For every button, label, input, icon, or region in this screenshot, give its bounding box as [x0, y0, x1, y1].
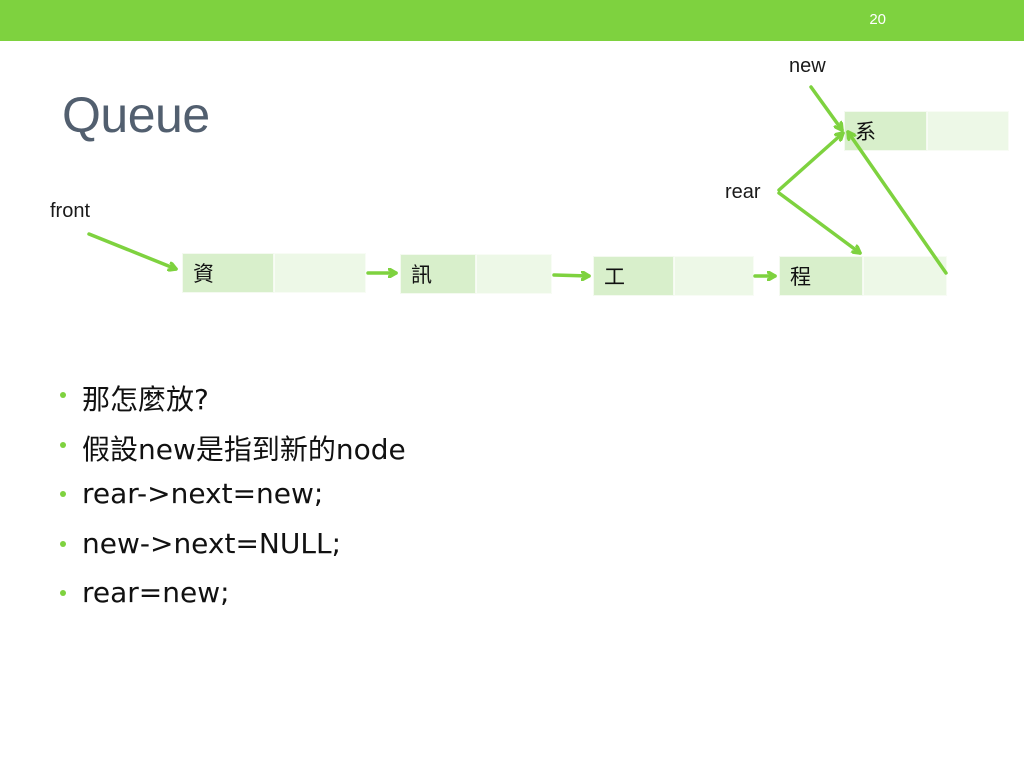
- new-node: 系: [844, 111, 1009, 151]
- bullet-text: new->next=NULL;: [82, 526, 341, 560]
- node-next-field: [674, 256, 754, 296]
- bullet-icon: [60, 540, 66, 547]
- rear-to-new-arrow: [777, 131, 845, 192]
- node-data-field: 系: [844, 111, 927, 151]
- bullet-text: rear=new;: [82, 576, 230, 609]
- last-next-to-new-arrow: [846, 130, 948, 275]
- front-label: front: [50, 200, 91, 222]
- slide-title: Queue: [62, 87, 210, 143]
- node-data-field: 工: [593, 256, 674, 296]
- bullet-list: 那怎麼放? 假設new是指到新的node rear->next=new; new…: [60, 378, 406, 626]
- list-item: rear=new;: [60, 576, 406, 626]
- page-number: 20: [869, 11, 886, 28]
- top-bar: 20: [0, 0, 1024, 41]
- node-next-field: [927, 111, 1009, 151]
- list-node-4: 程: [779, 256, 947, 296]
- node-next-field: [863, 256, 947, 296]
- new-label: new: [789, 55, 826, 77]
- rear-label: rear: [725, 181, 761, 203]
- next-arrow-2: [552, 275, 591, 276]
- bullet-icon: [60, 491, 66, 497]
- node-data-field: 資: [182, 253, 274, 293]
- node-data-field: 訊: [400, 254, 476, 294]
- bullet-text: rear->next=new;: [82, 477, 324, 510]
- list-item: 假設new是指到新的node: [60, 428, 406, 478]
- bullet-icon: [60, 441, 66, 448]
- node-next-field: [274, 253, 366, 293]
- bullet-text: 那怎麼放?: [82, 383, 209, 416]
- list-item: rear->next=new;: [60, 477, 406, 527]
- rear-to-last-arrow: [777, 191, 862, 255]
- list-item: 那怎麼放?: [60, 378, 406, 428]
- list-node-1: 資: [182, 253, 366, 293]
- list-item: new->next=NULL;: [60, 527, 406, 577]
- bullet-icon: [60, 392, 66, 398]
- bullet-text: 假設new是指到新的node: [82, 432, 406, 466]
- list-node-3: 工: [593, 256, 754, 296]
- node-next-field: [476, 254, 552, 294]
- bullet-icon: [60, 590, 66, 596]
- new-pointer-arrow: [809, 85, 844, 132]
- node-data-field: 程: [779, 256, 863, 296]
- front-arrow: [87, 232, 178, 269]
- list-node-2: 訊: [400, 254, 552, 294]
